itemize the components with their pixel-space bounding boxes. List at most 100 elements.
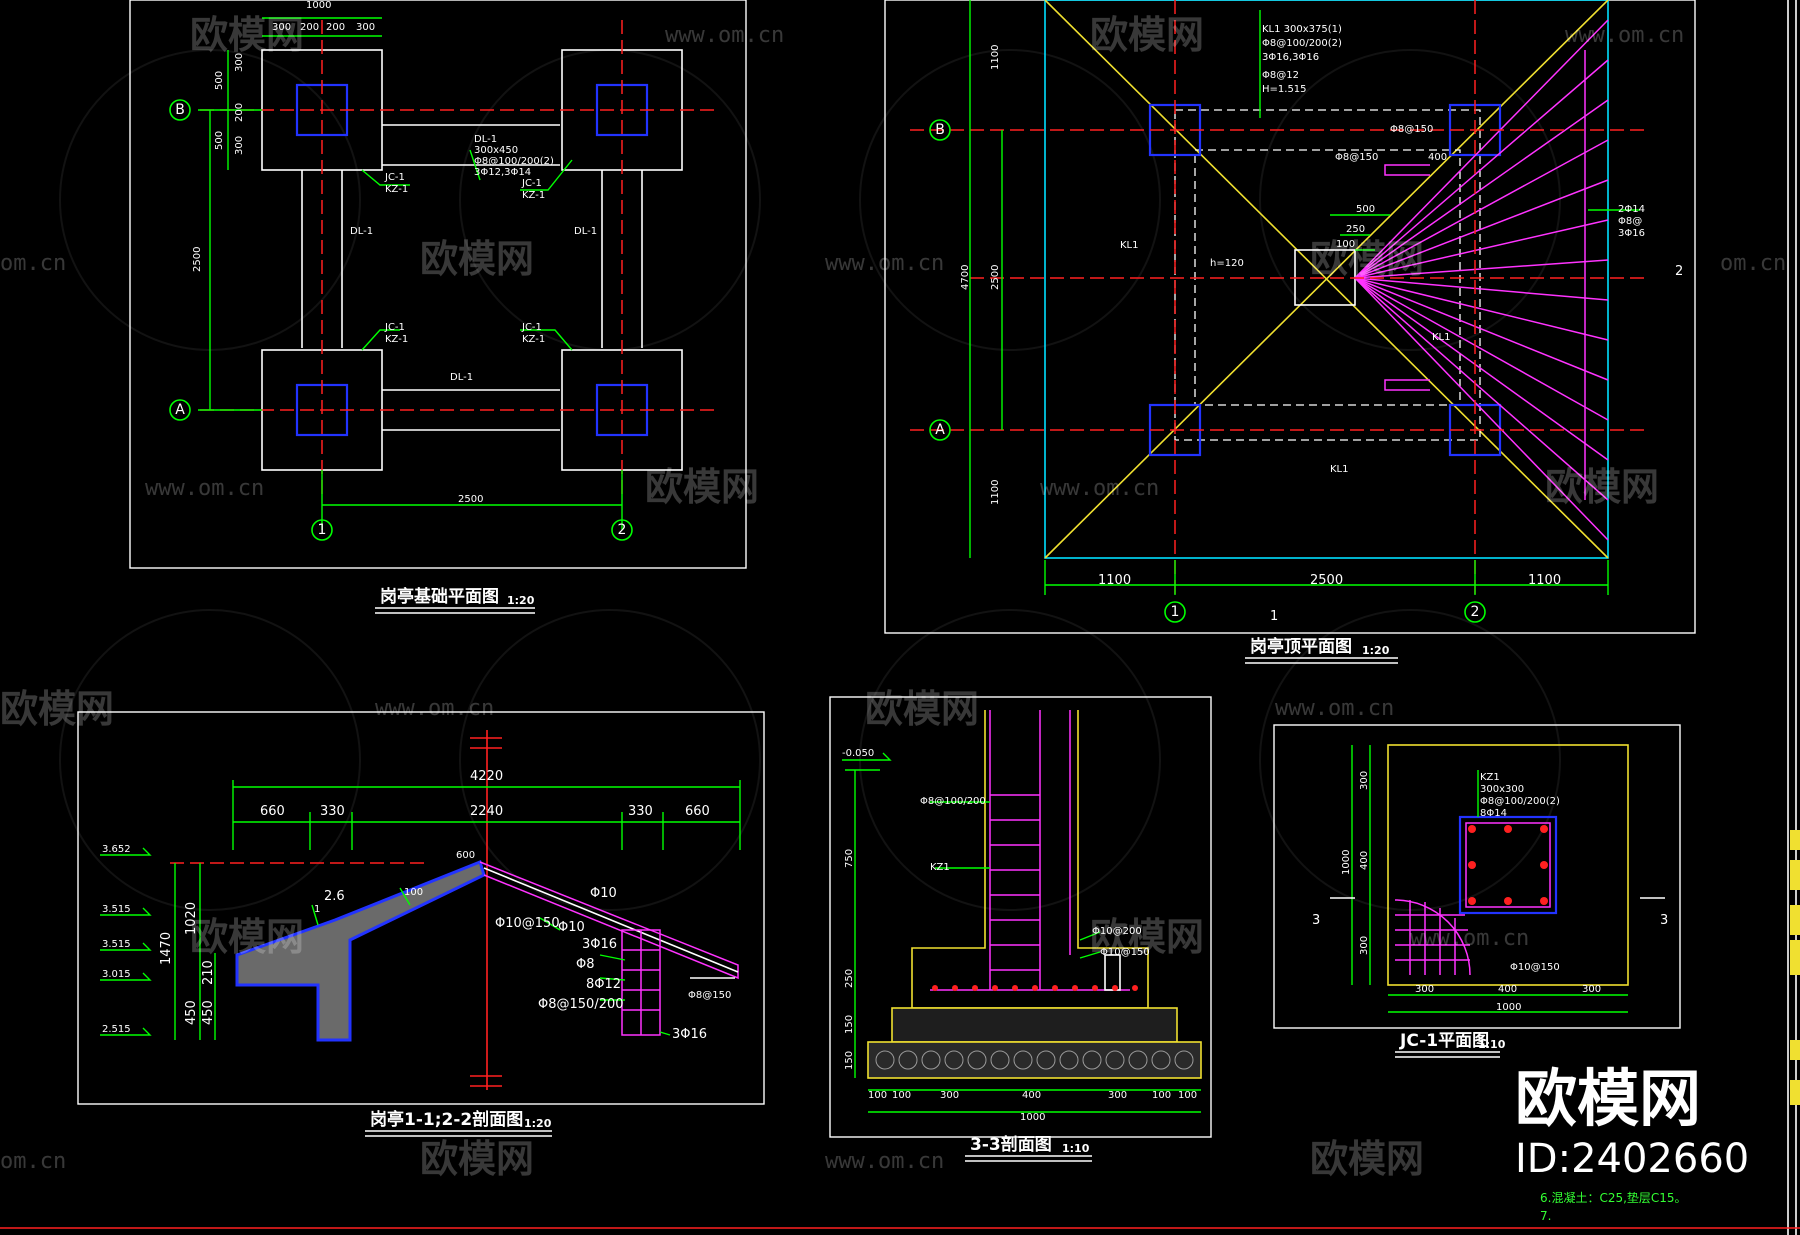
s12-elev-3: 3.015	[102, 969, 131, 980]
rp-section-mark-bottom: 1	[1270, 609, 1278, 624]
rp-dim-center-0: 500	[1356, 204, 1375, 215]
s12-elev-0: 3.652	[102, 844, 131, 855]
brand-name: 欧模网	[1515, 1062, 1701, 1135]
watermark-url: www.om.cn	[1565, 23, 1684, 48]
watermark-logo: 欧模网	[1090, 915, 1204, 959]
s33-dim-b-4: 300	[1108, 1090, 1127, 1101]
s12-rebar-2: Φ10@150	[495, 916, 560, 931]
watermark-url: www.om.cn	[1040, 476, 1159, 501]
rp-dim-left-0: 1100	[990, 45, 1001, 70]
s12-dim-0: 660	[260, 804, 285, 819]
rp-note-2: 3Φ16,3Φ16	[1262, 52, 1319, 63]
jc1-section-mark-left: 3	[1312, 913, 1320, 928]
s12-dim-4: 660	[685, 804, 710, 819]
watermark-url: www.om.cn	[825, 1149, 944, 1174]
s12-dim-1: 330	[320, 804, 345, 819]
s33-top-elev: -0.050	[842, 748, 874, 759]
jc1-col-note-0: KZ1	[1480, 772, 1500, 783]
fp-dim-left-3: 300	[234, 136, 245, 155]
rp-dim-center-2: 100	[1336, 239, 1355, 250]
foundation-plan: 1000 300 200 200 300 500 300 200 300 500…	[129, 0, 747, 614]
fp-scale: 1:20	[507, 594, 535, 607]
s12-vdim-0: 1020	[184, 902, 199, 935]
s33-vdim-2: 150	[844, 1015, 855, 1034]
jc1-vdim-3: 300	[1359, 936, 1370, 955]
watermark-logo: 欧模网	[1310, 237, 1424, 281]
s33-label-2: Φ10@200	[1092, 926, 1142, 937]
jc1-scale: 1:10	[1478, 1038, 1506, 1051]
jc1-dim-b-2: 300	[1582, 984, 1601, 995]
fp-label-7: KZ-1	[522, 334, 545, 345]
s33-title: 3-3剖面图	[970, 1134, 1052, 1155]
s33-dim-b-1: 100	[892, 1090, 911, 1101]
watermark-logo: 欧模网	[1310, 1137, 1424, 1181]
s12-vdim-2: 210	[201, 960, 216, 985]
watermark-url: www.om.cn	[375, 696, 494, 721]
s33-dim-b-5: 100	[1152, 1090, 1171, 1101]
rp-dim-left-3: 1100	[990, 480, 1001, 505]
rp-dim-bottom-1: 2500	[1310, 573, 1343, 588]
watermark-url: www.om.cn	[1275, 696, 1394, 721]
jc1-section-mark-right: 3	[1660, 913, 1668, 928]
rp-label-6: KL1	[1330, 464, 1349, 475]
rp-axis-1: 1	[1171, 604, 1180, 620]
watermark-url: www.om.cn	[1410, 926, 1529, 951]
s12-rebar-7: Φ8@150/200	[538, 997, 624, 1012]
rp-label-4: h=120	[1210, 258, 1244, 269]
fp-label-1: KZ-1	[385, 184, 408, 195]
fp-beam-note-2: Φ8@100/200(2)	[474, 156, 554, 167]
rp-note-0: KL1 300x375(1)	[1262, 24, 1342, 35]
brand-id: ID:2402660	[1515, 1136, 1749, 1182]
s12-scale: 1:20	[524, 1117, 552, 1130]
brand-stamp: 欧模网 ID:2402660	[1515, 1062, 1749, 1182]
jc1-vdim-2: 400	[1359, 851, 1370, 870]
section-3-3: -0.050 Φ8@100/200 KZ1 Φ10@200 Φ10@150 75…	[829, 696, 1212, 1162]
rp-note-3: Φ8@12	[1262, 70, 1299, 81]
jc1-col-note-3: 8Φ14	[1480, 808, 1507, 819]
watermark-logo: 欧模网	[190, 915, 304, 959]
roof-rafters	[1354, 19, 1609, 541]
s33-label-0: Φ8@100/200	[920, 796, 986, 807]
fp-dim-left-2: 200	[234, 103, 245, 122]
fp-label-9: DL-1	[574, 226, 597, 237]
fp-axis-b: B	[175, 102, 185, 118]
rp-right-note-0: 2Φ14	[1618, 204, 1645, 215]
fp-axis-1: 1	[318, 522, 327, 538]
s33-label-3: Φ10@150	[1100, 947, 1150, 958]
fp-label-2: JC-1	[521, 178, 542, 189]
jc1-vdim-1: 1000	[1341, 850, 1352, 875]
watermark-circles	[59, 49, 1561, 911]
watermark-logo: 欧模网	[420, 1137, 534, 1181]
fp-dim-top-2: 200	[300, 22, 319, 33]
s33-dim-b-6: 100	[1178, 1090, 1197, 1101]
rp-note-1: Φ8@100/200(2)	[1262, 38, 1342, 49]
s33-vdim-3: 150	[844, 1051, 855, 1070]
rp-section-mark-right: 2	[1675, 264, 1683, 279]
fp-beam-note-0: DL-1	[474, 134, 497, 145]
s12-slope-1: 1	[314, 904, 320, 915]
notes-line-7: 7.	[1540, 1209, 1551, 1223]
column-rebar-dots	[1468, 825, 1548, 905]
s12-rebar-6: 8Φ12	[586, 977, 621, 992]
s12-rebar-5: Φ8	[576, 957, 595, 972]
fp-dim-top-4: 300	[356, 22, 375, 33]
fp-axis-2: 2	[618, 522, 627, 538]
jc1-dim-b-1: 400	[1498, 984, 1517, 995]
fp-dim-bottom: 2500	[458, 494, 483, 505]
roof-plan: KL1 300x375(1) Φ8@100/200(2) 3Φ16,3Φ16 Φ…	[884, 0, 1696, 664]
fp-dim-left-0: 500	[214, 71, 225, 90]
fp-label-10: DL-1	[450, 372, 473, 383]
s12-rebar-0: 600	[456, 850, 475, 861]
rp-axis-2: 2	[1471, 604, 1480, 620]
fp-dim-top-3: 200	[326, 22, 345, 33]
jc1-rebar: Φ10@150	[1510, 962, 1560, 973]
watermark-logo: 欧模网	[190, 13, 304, 57]
fp-dim-left-5: 2500	[192, 247, 203, 272]
fp-label-3: KZ-1	[522, 190, 545, 201]
watermarks: 欧模网 www.om.cn 欧模网 www.om.cn om.cn 欧模网 ww…	[0, 13, 1786, 1181]
fp-label-8: DL-1	[350, 226, 373, 237]
jc1-col-note-1: 300x300	[1480, 784, 1524, 795]
rp-label-3: KL1	[1120, 240, 1139, 251]
fp-label-6: JC-1	[521, 322, 542, 333]
s33-vdim-1: 250	[844, 969, 855, 988]
